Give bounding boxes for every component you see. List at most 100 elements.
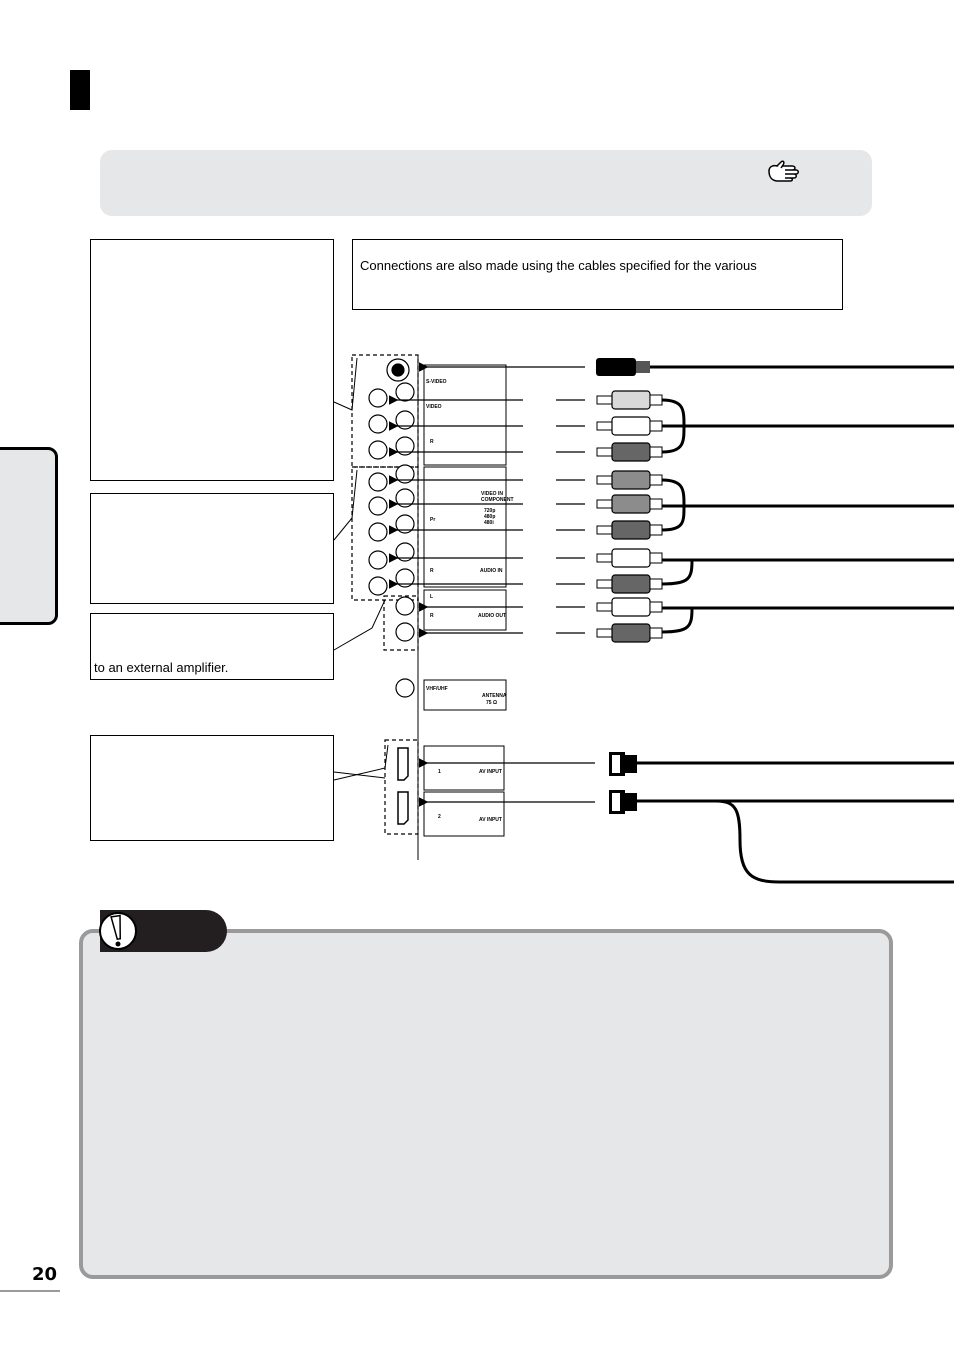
jack-audio-in-r-2 — [395, 568, 415, 588]
panel-label-blocks — [423, 364, 507, 837]
rca-plug-body — [611, 390, 651, 410]
rca-plug-body — [611, 548, 651, 568]
leader-component — [333, 469, 358, 541]
rca-plug-body — [611, 470, 651, 490]
label-component: COMPONENT — [481, 497, 514, 503]
jack-av-r — [368, 440, 388, 460]
panel-label-text: S-VIDEO VIDEO R VIDEO IN COMPONENT 720p … — [426, 379, 514, 823]
label-audio-in: AUDIO IN — [480, 568, 503, 574]
label-block-antenna — [423, 679, 507, 711]
rca-plug-pin — [596, 421, 613, 431]
jack-audio-in-l — [368, 550, 388, 570]
rca-plug-body — [611, 597, 651, 617]
leader-hdmi-2 — [333, 771, 386, 779]
callout-hdmi-input — [90, 735, 334, 841]
rca-plug-neck — [649, 498, 663, 510]
rca-plug — [596, 597, 663, 617]
rca-plug-neck — [649, 524, 663, 536]
rca-plug — [596, 442, 663, 462]
caution-panel — [79, 929, 893, 1279]
cable-audio-in-bundle — [661, 559, 694, 586]
hdmi-port-1 — [397, 747, 409, 781]
jack-video — [368, 388, 388, 408]
label-svideo: S-VIDEO — [426, 379, 447, 385]
rca-plug-neck — [649, 446, 663, 458]
callout-av-input — [90, 239, 334, 481]
label-block-hdmi-2 — [423, 791, 505, 837]
connection-diagram: S-VIDEO VIDEO R VIDEO IN COMPONENT 720p … — [333, 354, 954, 884]
jack-av-r-2 — [395, 436, 415, 456]
chapter-tab — [0, 447, 58, 625]
label-block-component — [423, 466, 507, 588]
hdmi-plug-1-neck — [625, 755, 637, 773]
label-hdmi-1: 1 — [438, 769, 441, 775]
hdmi-ports — [397, 747, 409, 825]
jack-pr-2 — [395, 514, 415, 534]
label-video-in: VIDEO IN — [481, 491, 503, 497]
hdmi-plug-2-neck — [625, 793, 637, 811]
label-audio-out: AUDIO OUT — [478, 613, 506, 619]
page-number: 20 — [32, 1264, 58, 1285]
rca-plug-pin — [596, 628, 613, 638]
callout-audio-out-text: to an external amplifier. — [94, 660, 229, 675]
label-antenna: ANTENNA — [482, 693, 507, 699]
rca-plug — [596, 494, 663, 514]
rca-plug-pin — [596, 553, 613, 563]
rca-plug — [596, 574, 663, 594]
jack-audio-out-l — [395, 596, 415, 616]
label-vhf-uhf: VHF/UHF — [426, 686, 448, 692]
label-block-av — [423, 364, 507, 466]
leader-audio-out — [333, 599, 386, 651]
rca-plugs — [596, 390, 663, 643]
jack-y-2 — [395, 464, 415, 484]
rca-plug-neck — [649, 474, 663, 486]
label-video: VIDEO — [426, 404, 442, 410]
rca-plug — [596, 623, 663, 643]
page-number-rule — [0, 1290, 60, 1292]
rca-plug-pin — [596, 395, 613, 405]
cable-note-text: Connections are also made using the cabl… — [360, 258, 757, 273]
jack-audio-in-l-2 — [395, 542, 415, 562]
jack-pb-2 — [395, 488, 415, 508]
leader-av — [333, 357, 358, 411]
label-pr: Pr — [430, 517, 435, 523]
label-block-hdmi-1 — [423, 745, 505, 791]
rca-plug-pin — [596, 525, 613, 535]
rca-plug-pin — [596, 602, 613, 612]
panel-jacks — [368, 358, 415, 698]
frame-audio-out-group — [383, 595, 419, 651]
rca-plug — [596, 548, 663, 568]
rca-plug-pin — [596, 499, 613, 509]
label-block-audio-out — [423, 589, 507, 631]
hdmi-cables — [609, 752, 954, 884]
rca-plug — [596, 390, 663, 410]
callout-audio-out: to an external amplifier. — [90, 613, 334, 680]
svideo-jack-center — [391, 363, 405, 377]
hdmi-port-2 — [397, 791, 409, 825]
hdmi-plug-2-tip — [612, 793, 620, 811]
callout-component-input — [90, 493, 334, 604]
rca-plug-neck — [649, 601, 663, 613]
pointing-hand-icon — [768, 160, 799, 182]
jack-audio-in-r — [368, 576, 388, 596]
label-res-720p: 720p — [484, 508, 495, 514]
hdmi-cable-2-branch — [715, 799, 954, 884]
cable-audio-out-bundle — [661, 607, 694, 634]
label-av-input-1: AV INPUT — [479, 769, 502, 775]
jack-av-l-2 — [395, 410, 415, 430]
rca-plug-neck — [649, 627, 663, 639]
label-res-480i: 480i — [484, 520, 494, 526]
rca-plug-body — [611, 442, 651, 462]
rca-cables — [661, 398, 954, 634]
exclamation-icon — [99, 912, 137, 950]
signal-arrows — [388, 362, 595, 807]
rca-plug — [596, 520, 663, 540]
rca-plug-body — [611, 623, 651, 643]
jack-video-2 — [395, 382, 415, 402]
label-r-audio-in: R — [430, 568, 434, 574]
plug-lead-lines — [556, 399, 585, 634]
jack-av-l — [368, 414, 388, 434]
label-r-audio-out: R — [430, 613, 434, 619]
rca-plug-neck — [649, 394, 663, 406]
rca-plug-body — [611, 494, 651, 514]
